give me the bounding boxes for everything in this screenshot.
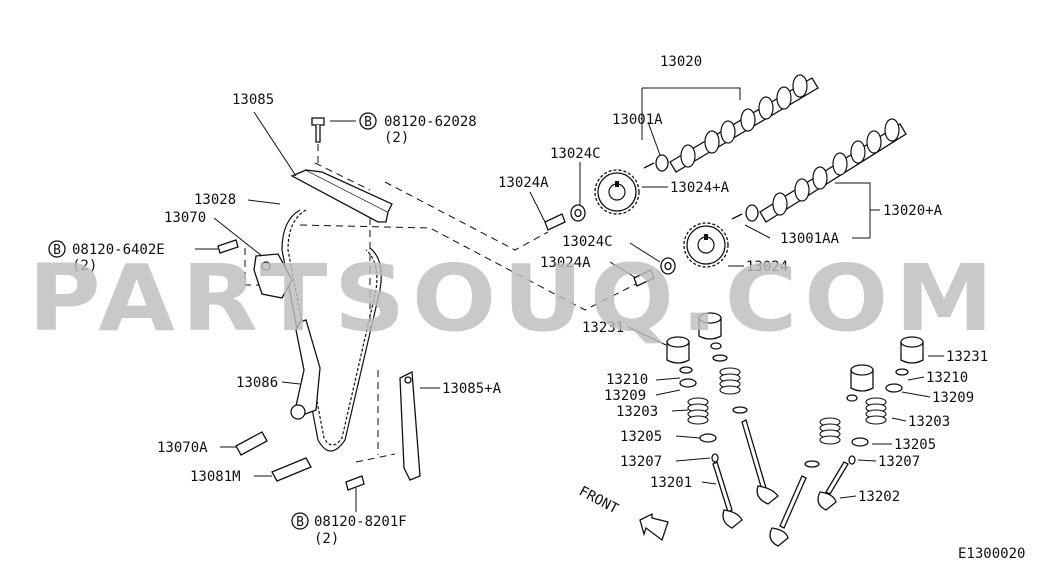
label-13081M[interactable]: 13081M xyxy=(190,469,241,485)
label-13207-left[interactable]: 13207 xyxy=(620,454,662,470)
label-13001A[interactable]: 13001A xyxy=(612,112,663,128)
sprocket-washer-lower xyxy=(660,257,676,275)
sprocket-bolt-lower xyxy=(633,269,655,287)
front-label: FRONT xyxy=(576,483,621,517)
label-13203-right[interactable]: 13203 xyxy=(908,414,950,430)
valve-train-right-inner xyxy=(769,364,874,547)
label-13205-left[interactable]: 13205 xyxy=(620,429,662,445)
front-arrow xyxy=(639,512,669,542)
tension-guide-right xyxy=(399,370,421,481)
label-13020[interactable]: 13020 xyxy=(660,54,702,70)
sprocket-bolt-upper xyxy=(544,213,566,231)
timing-chain xyxy=(281,209,382,452)
dowel-pin-lower xyxy=(731,213,743,220)
bolt-top-part-number[interactable]: 08120-62028 xyxy=(384,114,477,130)
label-13024C-top[interactable]: 13024C xyxy=(550,146,601,162)
svg-text:B: B xyxy=(364,115,372,130)
label-13028[interactable]: 13028 xyxy=(194,192,236,208)
label-13020-plus-A[interactable]: 13020+A xyxy=(883,203,943,219)
label-13209-left[interactable]: 13209 xyxy=(604,388,646,404)
bolt-left xyxy=(217,239,239,254)
diagram-code: E1300020 xyxy=(958,546,1025,562)
label-13207-right[interactable]: 13207 xyxy=(878,454,920,470)
bolt-symbol-top: B xyxy=(359,112,377,130)
bolt-top-quantity: (2) xyxy=(384,130,409,146)
label-13024A-mid[interactable]: 13024A xyxy=(540,255,591,271)
bolt-symbol-bottom: B xyxy=(291,512,309,530)
bolt-symbol-left: B xyxy=(48,240,66,258)
bolt-left-part-number[interactable]: 08120-6402E xyxy=(72,242,165,258)
bolt-bottom-part-number[interactable]: 08120-8201F xyxy=(314,514,407,530)
valve-train-right xyxy=(817,336,924,511)
label-13024A-top[interactable]: 13024A xyxy=(498,175,549,191)
label-13085[interactable]: 13085 xyxy=(232,92,274,108)
bolt-bottom xyxy=(345,475,365,491)
label-13086[interactable]: 13086 xyxy=(236,375,278,391)
label-13070[interactable]: 13070 xyxy=(164,210,206,226)
chain-guide-top xyxy=(290,169,393,223)
bolt-top xyxy=(311,117,325,143)
label-13085-plus-A[interactable]: 13085+A xyxy=(442,381,502,397)
label-13205-right[interactable]: 13205 xyxy=(894,437,936,453)
label-13210-right[interactable]: 13210 xyxy=(926,370,968,386)
label-13231-left[interactable]: 13231 xyxy=(582,320,624,336)
label-13209-right[interactable]: 13209 xyxy=(932,390,974,406)
label-13231-right[interactable]: 13231 xyxy=(946,349,988,365)
label-13001AA[interactable]: 13001AA xyxy=(780,231,840,247)
dowel-pin-upper xyxy=(643,162,655,169)
pivot-pin xyxy=(235,431,268,456)
bolt-bottom-quantity: (2) xyxy=(314,531,339,547)
label-13070A[interactable]: 13070A xyxy=(157,440,208,456)
camshaft-sprocket-upper xyxy=(594,169,640,215)
chain-tensioner xyxy=(253,253,293,299)
valve-train-left xyxy=(666,336,743,529)
part-labels: 13020 13001A 13024C 13024A 13024+A 13020… xyxy=(72,54,1025,562)
valve-train-center xyxy=(698,312,779,505)
sprocket-washer-upper xyxy=(570,204,586,222)
svg-text:B: B xyxy=(53,243,61,258)
label-13202[interactable]: 13202 xyxy=(858,489,900,505)
label-13210-left[interactable]: 13210 xyxy=(606,372,648,388)
label-13024C-mid[interactable]: 13024C xyxy=(562,234,613,250)
label-13203-left[interactable]: 13203 xyxy=(616,404,658,420)
leader-lines xyxy=(195,87,944,512)
camshaft-lower xyxy=(745,118,907,223)
bolt-left-quantity: (2) xyxy=(72,258,97,274)
watermark: PARTSOUQ.COM xyxy=(28,245,1000,352)
guide-pin xyxy=(271,457,312,482)
camshaft-upper xyxy=(655,74,819,173)
label-13024[interactable]: 13024 xyxy=(746,259,788,275)
label-13024-plus-A[interactable]: 13024+A xyxy=(670,180,730,196)
slack-guide xyxy=(290,319,321,420)
svg-text:B: B xyxy=(296,515,304,530)
label-13201[interactable]: 13201 xyxy=(650,475,692,491)
